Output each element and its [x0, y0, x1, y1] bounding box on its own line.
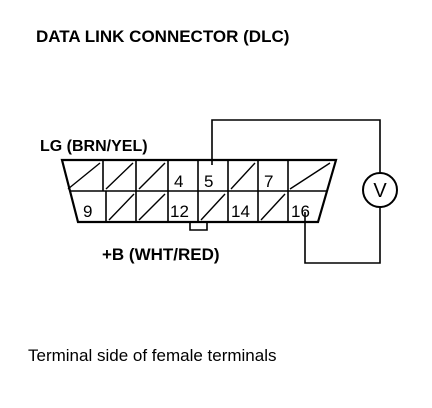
connector-body — [60, 158, 338, 224]
voltmeter-symbol: V — [373, 180, 387, 202]
pin-4-label: 4 — [174, 172, 183, 191]
lg-wire-label: LG (BRN/YEL) — [40, 138, 148, 155]
pin-5-label: 5 — [204, 172, 213, 191]
pin-16-label: 16 — [291, 202, 310, 221]
pin-7-label: 7 — [264, 172, 273, 191]
wire-pin16-to-meter — [304, 208, 381, 264]
bottom-row-dividers — [105, 191, 289, 222]
top-row-dividers — [102, 160, 289, 191]
plus-b-wire-label: +B (WHT/RED) — [102, 245, 220, 264]
pin-9-label: 9 — [83, 202, 92, 221]
unused-terminal-hatches — [67, 162, 331, 221]
voltmeter-icon — [362, 172, 398, 208]
wire-pin5-to-meter — [211, 119, 381, 173]
pin-12-label: 12 — [170, 202, 189, 221]
connector-key-tab — [189, 222, 208, 231]
diagram-caption: Terminal side of female terminals — [28, 346, 276, 365]
diagram-title: DATA LINK CONNECTOR (DLC) — [36, 27, 289, 46]
pin-14-label: 14 — [231, 202, 250, 221]
